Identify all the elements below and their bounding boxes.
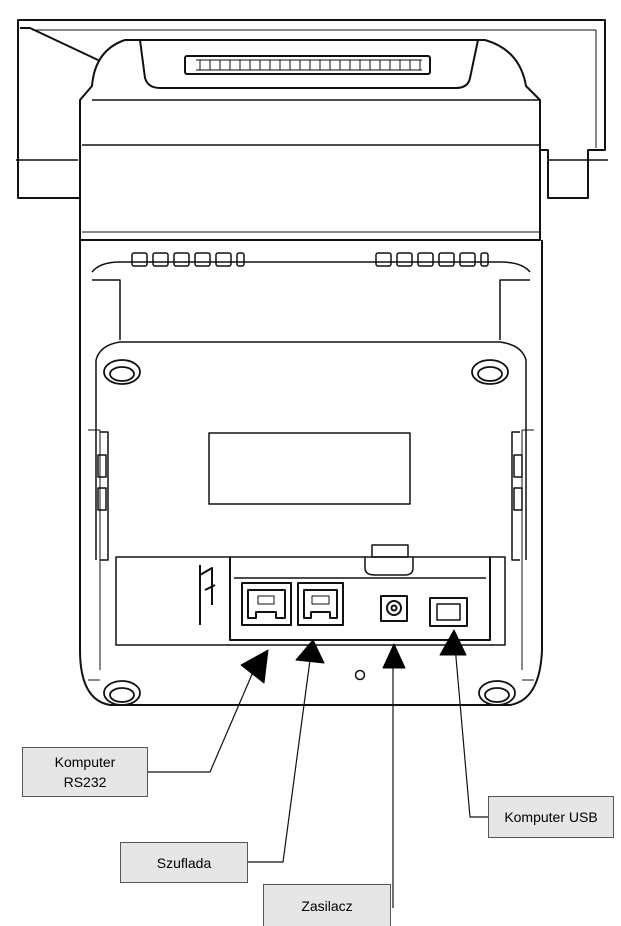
arrow-power	[382, 643, 406, 669]
callout-komputer-usb: Komputer USB	[488, 796, 614, 838]
arrow-drawer	[295, 639, 325, 664]
arrow-usb	[439, 629, 467, 656]
screw-hole	[354, 669, 366, 681]
label-plate	[208, 432, 411, 505]
callout-komputer-rs232: Komputer RS232	[22, 747, 148, 797]
arrow-rs232	[240, 649, 269, 684]
callout-drawer-label: Szuflada	[156, 854, 212, 871]
power-socket	[380, 595, 408, 622]
callout-power-label: Zasilacz	[301, 897, 353, 914]
callout-zasilacz: Zasilacz	[263, 884, 391, 926]
rubber-feet	[103, 359, 516, 706]
callout-usb-label: Komputer USB	[504, 809, 598, 825]
callout-rs232-line2: RS232	[63, 774, 107, 790]
rs232-port	[241, 582, 292, 626]
leader-lines	[148, 645, 488, 908]
arrowheads	[240, 629, 467, 684]
usb-port	[429, 597, 468, 627]
vent-grille	[196, 59, 422, 71]
callout-rs232-line1: Komputer	[54, 754, 116, 770]
right-slot-row	[375, 252, 489, 267]
side-clips	[97, 431, 523, 561]
connector-bay	[115, 544, 506, 646]
drawer-port	[297, 582, 344, 626]
top-cover	[79, 39, 541, 241]
left-slot-row	[131, 252, 245, 267]
callout-szuflada: Szuflada	[120, 842, 248, 883]
printer-body	[79, 240, 543, 706]
